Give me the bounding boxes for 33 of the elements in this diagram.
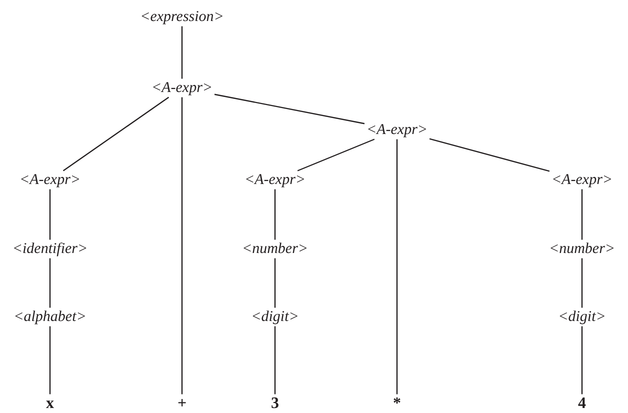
- terminal-symbol: x: [44, 394, 56, 413]
- nonterminal-symbol: <A-expr>: [549, 170, 615, 190]
- tree-branch: [49, 189, 51, 240]
- tree-branch: [396, 139, 398, 394]
- tree-branch: [181, 97, 183, 394]
- tree-branch: [49, 326, 51, 394]
- nonterminal-symbol: <identifier>: [10, 240, 90, 258]
- nonterminal-symbol: <number>: [546, 240, 618, 258]
- tree-branch: [49, 258, 51, 308]
- terminal-symbol: 3: [269, 394, 281, 413]
- nonterminal-symbol: <expression>: [138, 8, 226, 26]
- tree-branch: [274, 258, 276, 308]
- nonterminal-symbol: <digit>: [249, 308, 301, 326]
- terminal-symbol: +: [175, 394, 189, 413]
- nonterminal-symbol: <A-expr>: [17, 170, 83, 190]
- tree-branch: [581, 258, 583, 308]
- tree-branch: [581, 326, 583, 394]
- nonterminal-symbol: <A-expr>: [149, 78, 215, 98]
- nonterminal-symbol: <A-expr>: [364, 120, 430, 140]
- tree-branch: [62, 96, 170, 172]
- tree-branch: [297, 138, 375, 172]
- tree-branch: [429, 138, 550, 172]
- tree-branch: [274, 326, 276, 394]
- nonterminal-symbol: <number>: [240, 240, 310, 258]
- tree-branch: [181, 26, 183, 79]
- terminal-symbol: *: [391, 394, 403, 413]
- nonterminal-symbol: <A-expr>: [242, 170, 308, 190]
- terminal-symbol: 4: [576, 394, 588, 413]
- nonterminal-symbol: <digit>: [556, 308, 608, 326]
- tree-branch: [581, 189, 583, 240]
- tree-branch: [214, 94, 365, 124]
- nonterminal-symbol: <alphabet>: [12, 308, 88, 326]
- tree-branch: [274, 189, 276, 240]
